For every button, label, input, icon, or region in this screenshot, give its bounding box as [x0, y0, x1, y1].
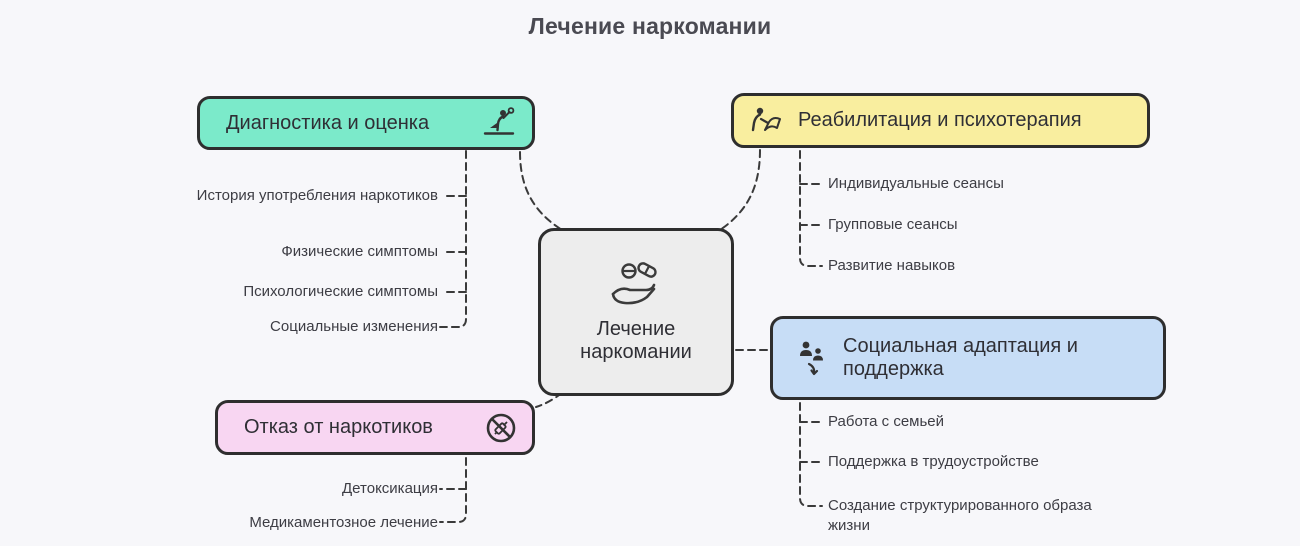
people-support-icon [795, 339, 831, 377]
leaf-item: Социальные изменения [270, 318, 438, 335]
leaf-item: Групповые сеансы [828, 216, 958, 233]
branch-node-social: Социальная адаптация и поддержка [770, 316, 1166, 400]
branch-label: Отказ от наркотиков [244, 416, 433, 438]
central-node: Лечение наркомании [538, 228, 734, 396]
medication-hand-icon [607, 260, 665, 308]
no-drugs-icon [484, 411, 518, 445]
leaf-item: Создание структурированного образа жизни [828, 497, 1092, 534]
page-title: Лечение наркомании [528, 13, 772, 39]
person-reading-icon [748, 105, 786, 137]
leaf-item: Физические симптомы [281, 243, 438, 260]
central-node-label: Лечение наркомании [580, 318, 692, 363]
leaf-item: Развитие навыков [828, 257, 956, 274]
branch-label: Социальная адаптация и поддержка [843, 335, 1078, 380]
branch-label: Реабилитация и психотерапия [798, 109, 1082, 131]
branch-node-diagnostics: Диагностика и оценка [197, 96, 535, 150]
leaf-item: Детоксикация [342, 480, 438, 497]
person-with-magnifier-icon [480, 107, 518, 139]
branch-node-rehabilitation: Реабилитация и психотерапия [731, 93, 1150, 148]
branch-label: Диагностика и оценка [226, 111, 430, 134]
leaf-item: Поддержка в трудоустройстве [828, 453, 1039, 470]
branch-node-refusal: Отказ от наркотиков [215, 400, 535, 455]
leaf-item: Психологические симптомы [243, 283, 438, 300]
leaf-item: Медикаментозное лечение [249, 514, 438, 531]
leaf-item: Индивидуальные сеансы [828, 175, 1004, 192]
leaf-item: История употребления наркотиков [196, 187, 438, 204]
leaf-item: Работа с семьей [828, 413, 945, 430]
